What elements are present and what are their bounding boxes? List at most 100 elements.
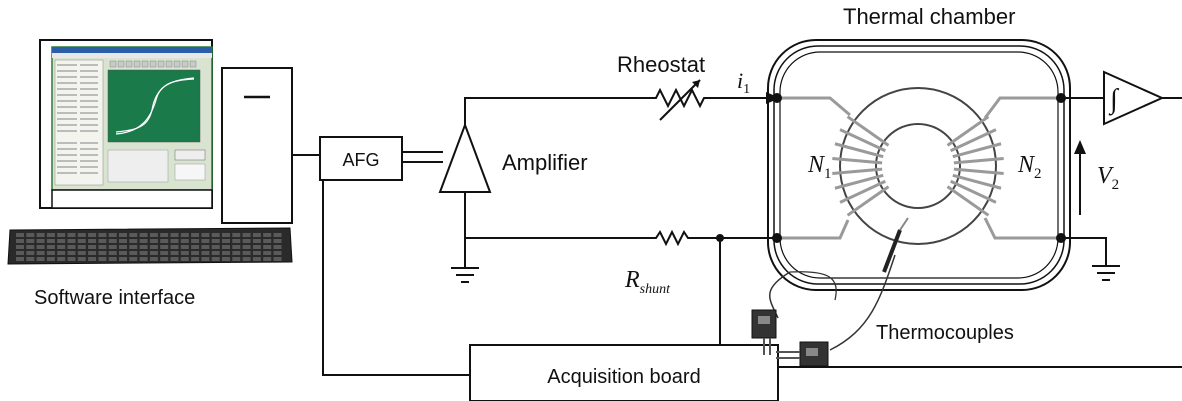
keyboard-key	[68, 251, 76, 255]
keyboard-key	[26, 233, 34, 237]
keyboard-key	[78, 233, 86, 237]
keyboard-key	[171, 239, 179, 243]
keyboard-key	[129, 239, 137, 243]
keyboard-key	[212, 251, 220, 255]
keyboard-key	[37, 257, 45, 261]
keyboard-key	[232, 257, 240, 261]
thermocouples-label: Thermocouples	[876, 322, 1014, 344]
keyboard-key	[129, 233, 137, 237]
keyboard-key	[129, 257, 137, 261]
keyboard-key	[201, 245, 209, 249]
thermal-chamber-label: Thermal chamber	[843, 4, 1015, 29]
keyboard-key	[263, 239, 271, 243]
keyboard-key	[263, 251, 271, 255]
keyboard-key	[222, 251, 230, 255]
keyboard-key	[140, 245, 148, 249]
keyboard-key	[160, 245, 168, 249]
keyboard-key	[26, 245, 34, 249]
keyboard-key	[201, 251, 209, 255]
keyboard-key	[119, 239, 127, 243]
keyboard-key	[191, 257, 199, 261]
wire-pc-board	[323, 180, 470, 375]
keyboard-key	[253, 233, 261, 237]
tower	[222, 68, 292, 223]
keyboard-key	[212, 257, 220, 261]
keyboard-key	[68, 233, 76, 237]
keyboard-key	[57, 257, 65, 261]
keyboard-key	[253, 251, 261, 255]
keyboard-key	[181, 257, 189, 261]
software-interface-label: Software interface	[34, 287, 195, 309]
keyboard-key	[78, 239, 86, 243]
keyboard-key	[171, 251, 179, 255]
rshunt-label: Rshunt	[624, 267, 671, 297]
keyboard-key	[274, 233, 282, 237]
keyboard-key	[212, 245, 220, 249]
keyboard-key	[150, 257, 158, 261]
keyboard-key	[47, 257, 55, 261]
keyboard-key	[274, 257, 282, 261]
keyboard-key	[16, 251, 24, 255]
keyboard-key	[232, 251, 240, 255]
keyboard-key	[263, 233, 271, 237]
keyboard-key	[47, 245, 55, 249]
keyboard-key	[78, 257, 86, 261]
keyboard-key	[181, 245, 189, 249]
current-i1-label: i1	[737, 68, 750, 97]
keyboard-key	[140, 239, 148, 243]
keyboard-key	[88, 239, 96, 243]
keyboard-key	[98, 233, 106, 237]
keyboard-key	[253, 239, 261, 243]
ground-icon	[451, 238, 479, 282]
keyboard-key	[119, 245, 127, 249]
keyboard-key	[119, 251, 127, 255]
acquisition-board-label: Acquisition board	[547, 366, 700, 388]
keyboard-key	[140, 233, 148, 237]
keyboard-key	[109, 245, 117, 249]
keyboard-key	[98, 245, 106, 249]
software-screen	[52, 47, 212, 190]
keyboard-key	[150, 245, 158, 249]
keyboard-key	[232, 239, 240, 243]
keyboard-key	[212, 233, 220, 237]
keyboard-key	[222, 257, 230, 261]
keyboard-key	[222, 233, 230, 237]
keyboard-key	[181, 233, 189, 237]
keyboard-key	[253, 257, 261, 261]
keyboard-key	[150, 233, 158, 237]
keyboard-key	[160, 251, 168, 255]
computer	[8, 40, 292, 264]
amplifier-label: Amplifier	[502, 150, 588, 175]
rheostat-resistor	[650, 90, 740, 106]
amplifier-triangle	[440, 125, 490, 192]
keyboard-key	[191, 251, 199, 255]
n1-label: N1	[807, 152, 832, 182]
keyboard-key	[47, 239, 55, 243]
keyboard-key	[212, 239, 220, 243]
wire-amp-rheostat	[465, 98, 650, 125]
keyboard-key	[26, 257, 34, 261]
keyboard-key	[57, 251, 65, 255]
keyboard-key	[16, 233, 24, 237]
keyboard-key	[232, 245, 240, 249]
keyboard-key	[57, 233, 65, 237]
keyboard-key	[88, 257, 96, 261]
keyboard-key	[68, 245, 76, 249]
keyboard-key	[47, 251, 55, 255]
keyboard-key	[191, 239, 199, 243]
rheostat-label: Rheostat	[617, 52, 705, 77]
keyboard-key	[201, 257, 209, 261]
n2-label: N2	[1017, 152, 1042, 182]
keyboard-key	[109, 239, 117, 243]
keyboard-key	[150, 251, 158, 255]
keyboard-key	[150, 239, 158, 243]
keyboard-key	[191, 245, 199, 249]
keyboard-key	[26, 251, 34, 255]
keyboard-key	[160, 257, 168, 261]
keyboard-key	[263, 245, 271, 249]
keyboard-key	[253, 245, 261, 249]
keyboard-key	[37, 233, 45, 237]
keyboard-key	[181, 239, 189, 243]
keyboard-key	[243, 233, 251, 237]
